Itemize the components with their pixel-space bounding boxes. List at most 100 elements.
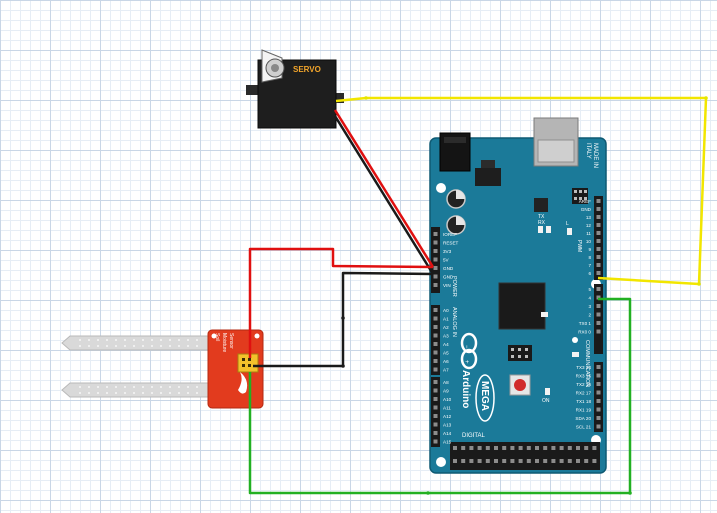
pin-label: RX3 15 bbox=[576, 374, 592, 379]
probe-dot bbox=[142, 392, 144, 394]
pin-label: 12 bbox=[586, 223, 592, 228]
header-pin bbox=[596, 295, 601, 300]
header-pin bbox=[433, 308, 438, 312]
pin-label: A14 bbox=[443, 431, 452, 436]
pin-label: A15 bbox=[443, 440, 452, 445]
l-label: L bbox=[566, 221, 569, 227]
smd-component bbox=[572, 352, 579, 357]
header-pins bbox=[433, 199, 601, 463]
header-pin bbox=[596, 247, 601, 251]
analog-header-1 bbox=[431, 305, 440, 375]
header-pin bbox=[485, 446, 490, 450]
header-pin bbox=[596, 231, 601, 235]
pin-label: 11 bbox=[586, 231, 591, 236]
probe-dot bbox=[124, 386, 126, 388]
pin-label: 5 bbox=[588, 287, 591, 292]
header-pin bbox=[526, 446, 531, 450]
header-pin bbox=[596, 399, 601, 403]
header-pin bbox=[596, 382, 601, 386]
header-pin bbox=[596, 287, 601, 291]
pin-label: 2 bbox=[588, 313, 591, 318]
pin-label: RX0 0 bbox=[578, 330, 591, 335]
italy-label: ITALY bbox=[585, 143, 591, 159]
probe-dot bbox=[115, 345, 117, 347]
l-led bbox=[567, 228, 572, 235]
pin-label: A4 bbox=[443, 342, 449, 347]
probe-dot bbox=[97, 392, 99, 394]
probe-dot bbox=[178, 339, 180, 341]
header-pin bbox=[433, 414, 438, 418]
pin-label: A12 bbox=[443, 414, 452, 419]
header-pin bbox=[433, 397, 438, 401]
communication-section-label: COMMUNICATION bbox=[584, 340, 590, 387]
pin-label: 13 bbox=[586, 215, 592, 220]
pin-label: TX3 14 bbox=[576, 365, 591, 370]
pin-label: 9 bbox=[588, 247, 591, 252]
header-pin bbox=[596, 390, 601, 395]
header-pin bbox=[433, 359, 438, 363]
header-pin bbox=[433, 431, 438, 435]
arduino-logo: − + bbox=[460, 332, 478, 370]
usb-chip bbox=[534, 198, 548, 212]
probe-dot bbox=[133, 392, 135, 394]
pin-label: SCL 21 bbox=[576, 425, 592, 430]
pin-label: 8 bbox=[588, 255, 591, 260]
header-pin bbox=[543, 446, 548, 450]
header-pin bbox=[469, 446, 474, 450]
pin-label: A13 bbox=[443, 423, 452, 428]
header-pin bbox=[469, 459, 474, 463]
sensor-probe-top bbox=[61, 335, 211, 351]
servo-motor: SERVO bbox=[246, 49, 344, 129]
header-pin bbox=[596, 304, 601, 308]
analog-header-2 bbox=[431, 377, 440, 447]
probe-dot bbox=[196, 339, 198, 341]
probe-dot bbox=[196, 386, 198, 388]
header-pin bbox=[559, 446, 564, 450]
flame-logo-icon bbox=[238, 372, 248, 394]
pin-label: RX2 17 bbox=[576, 391, 592, 396]
pin-label: AREF bbox=[579, 199, 591, 204]
header-pin bbox=[477, 459, 482, 463]
header-pin bbox=[526, 459, 531, 463]
rx-led bbox=[546, 226, 551, 233]
header-pin bbox=[584, 446, 589, 450]
pin-label: 3 bbox=[588, 304, 591, 309]
comm-header bbox=[594, 362, 603, 432]
probe-dot bbox=[133, 345, 135, 347]
svg-text:−: − bbox=[463, 345, 469, 349]
header-pin bbox=[592, 459, 597, 463]
pin-label: RESET bbox=[443, 241, 459, 246]
pin-label: GND bbox=[581, 207, 592, 212]
header-pin bbox=[518, 459, 523, 463]
probe-dot bbox=[97, 339, 99, 341]
pwm-header-2 bbox=[594, 284, 603, 354]
usb-port-inner bbox=[537, 139, 575, 163]
probe-dot bbox=[79, 386, 81, 388]
atmega-chip bbox=[498, 282, 546, 330]
probe-dot bbox=[187, 339, 189, 341]
header-pin bbox=[596, 223, 601, 227]
header-pin bbox=[453, 459, 457, 463]
pin-label: 3V3 bbox=[443, 249, 452, 254]
header-pin bbox=[433, 422, 438, 427]
digital-section-label: DIGITAL bbox=[462, 433, 486, 439]
header-pin bbox=[433, 274, 438, 279]
brand-label: Arduino bbox=[460, 370, 471, 408]
pin-label: TX0 1 bbox=[579, 321, 592, 326]
probe-dot bbox=[79, 339, 81, 341]
pin-label: A10 bbox=[443, 397, 452, 402]
voltage-regulator bbox=[475, 168, 501, 186]
probe-dot bbox=[106, 339, 108, 341]
probe-dot bbox=[133, 386, 135, 388]
probe-dot bbox=[187, 386, 189, 388]
probe-dot bbox=[169, 345, 171, 347]
icsp-top-pins bbox=[574, 190, 587, 200]
tx-label: TX bbox=[538, 214, 545, 220]
servo-shaft-center bbox=[271, 64, 279, 72]
header-pin bbox=[433, 367, 438, 372]
capacitor-mark bbox=[456, 190, 465, 199]
header-pin bbox=[596, 263, 601, 267]
model-label: MEGA bbox=[479, 381, 490, 411]
probe-dot bbox=[124, 339, 126, 341]
